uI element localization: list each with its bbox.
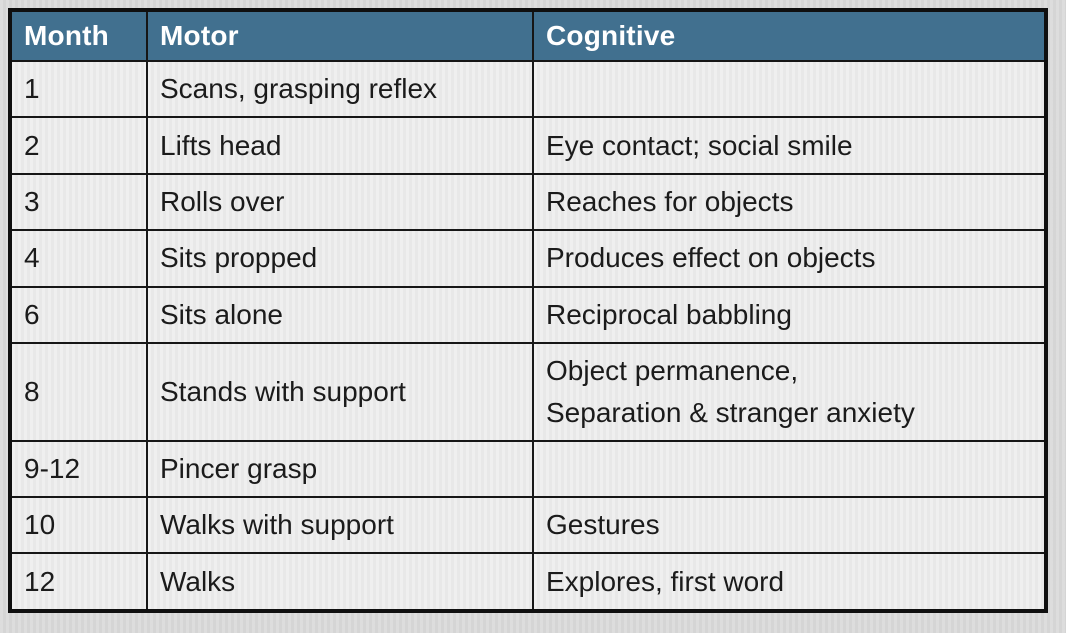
milestones-table: Month Motor Cognitive 1 Scans, grasping … — [8, 8, 1048, 613]
cell-month: 8 — [9, 342, 148, 442]
table-row: 6 Sits alone Reciprocal babbling — [9, 285, 1047, 345]
cell-cognitive: Eye contact; social smile — [532, 116, 1047, 175]
cell-cognitive — [532, 439, 1047, 499]
cell-month: 10 — [9, 495, 148, 555]
cell-cognitive — [532, 59, 1047, 119]
cell-cognitive: Gestures — [532, 495, 1047, 555]
cell-month: 2 — [9, 116, 148, 175]
cell-month: 9-12 — [9, 439, 148, 499]
table-row: 12 Walks Explores, first word — [9, 552, 1047, 612]
cell-motor: Pincer grasp — [146, 439, 534, 499]
table-row: 2 Lifts head Eye contact; social smile — [9, 116, 1047, 175]
table-row: 9-12 Pincer grasp — [9, 439, 1047, 499]
cell-month: 4 — [9, 229, 148, 288]
cell-motor: Sits propped — [146, 229, 534, 288]
cell-month: 3 — [9, 172, 148, 232]
cell-motor: Walks with support — [146, 495, 534, 555]
table-row: 3 Rolls over Reaches for objects — [9, 172, 1047, 232]
cell-month: 6 — [9, 285, 148, 345]
cell-motor: Stands with support — [146, 342, 534, 442]
table-row: 8 Stands with support Object permanence,… — [9, 342, 1047, 442]
column-header-motor: Motor — [146, 9, 534, 62]
cell-cognitive: Reaches for objects — [532, 172, 1047, 232]
column-header-month: Month — [9, 9, 148, 62]
cell-month: 1 — [9, 59, 148, 119]
column-header-cognitive: Cognitive — [532, 9, 1047, 62]
cell-cognitive: Produces effect on objects — [532, 229, 1047, 288]
header-row: Month Motor Cognitive — [9, 9, 1047, 62]
cell-motor: Lifts head — [146, 116, 534, 175]
table-row: 10 Walks with support Gestures — [9, 495, 1047, 555]
cell-cognitive: Object permanence, Separation & stranger… — [532, 342, 1047, 442]
cell-cognitive: Explores, first word — [532, 552, 1047, 612]
cell-motor: Rolls over — [146, 172, 534, 232]
cell-cognitive: Reciprocal babbling — [532, 285, 1047, 345]
cell-motor: Walks — [146, 552, 534, 612]
cell-month: 12 — [9, 552, 148, 612]
table-row: 1 Scans, grasping reflex — [9, 59, 1047, 119]
cell-motor: Scans, grasping reflex — [146, 59, 534, 119]
cell-motor: Sits alone — [146, 285, 534, 345]
table-row: 4 Sits propped Produces effect on object… — [9, 229, 1047, 288]
